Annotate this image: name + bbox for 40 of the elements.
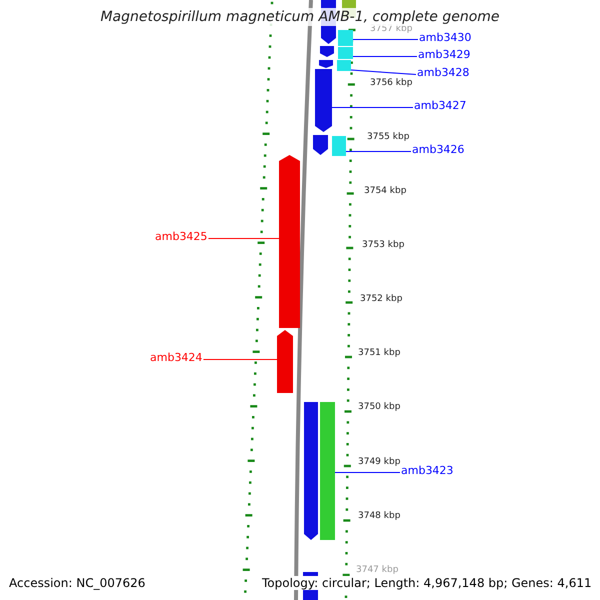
genome-info-text: Topology: circular; Length: 4,967,148 bp; Genes: 4,611 — [262, 576, 592, 590]
leader-line — [350, 70, 416, 75]
scale-label: 3749 kbp — [358, 457, 400, 468]
leader-line — [352, 39, 418, 40]
gene-block — [320, 46, 334, 57]
scale-label: 3757 kbp — [370, 24, 412, 35]
gene-bar — [337, 60, 351, 71]
scale-label: 3747 kbp — [356, 565, 398, 576]
gene-bar — [338, 47, 353, 59]
scale-label: 3748 kbp — [358, 511, 400, 522]
gene-label: amb3424 — [150, 351, 202, 364]
scale-label: 3753 kbp — [362, 240, 404, 251]
accession-text: Accession: NC_007626 — [9, 576, 146, 590]
leader-line — [346, 151, 412, 152]
gene-label: amb3430 — [419, 31, 472, 44]
gene-label: amb3425 — [155, 230, 208, 243]
title: Magnetospirillum magneticum AMB-1, complete genome — [100, 8, 500, 26]
leader-line — [334, 472, 400, 473]
gene-bar — [320, 402, 335, 540]
gene-label: amb3429 — [418, 48, 470, 61]
gene-label: amb3427 — [414, 99, 466, 112]
scale-label: 3756 kbp — [370, 78, 412, 89]
gene-bar — [338, 30, 353, 46]
leader-line — [202, 359, 278, 360]
gene-label: amb3428 — [417, 66, 470, 79]
scale-label: 3752 kbp — [360, 294, 402, 305]
leader-line — [208, 238, 280, 239]
gene-block — [304, 402, 318, 540]
gene-label: amb3426 — [412, 143, 464, 156]
scale-label: 3754 kbp — [364, 186, 406, 197]
scale-label: 3751 kbp — [358, 348, 400, 359]
gene-block — [279, 155, 300, 328]
gene-block — [313, 135, 328, 155]
leader-line — [332, 107, 414, 108]
gene-label: amb3423 — [401, 464, 454, 477]
gene-bar — [332, 136, 346, 156]
gene-block — [277, 330, 293, 393]
scale-label: 3755 kbp — [367, 132, 410, 143]
leader-line — [352, 56, 418, 57]
scale-label: 3750 kbp — [358, 402, 400, 413]
